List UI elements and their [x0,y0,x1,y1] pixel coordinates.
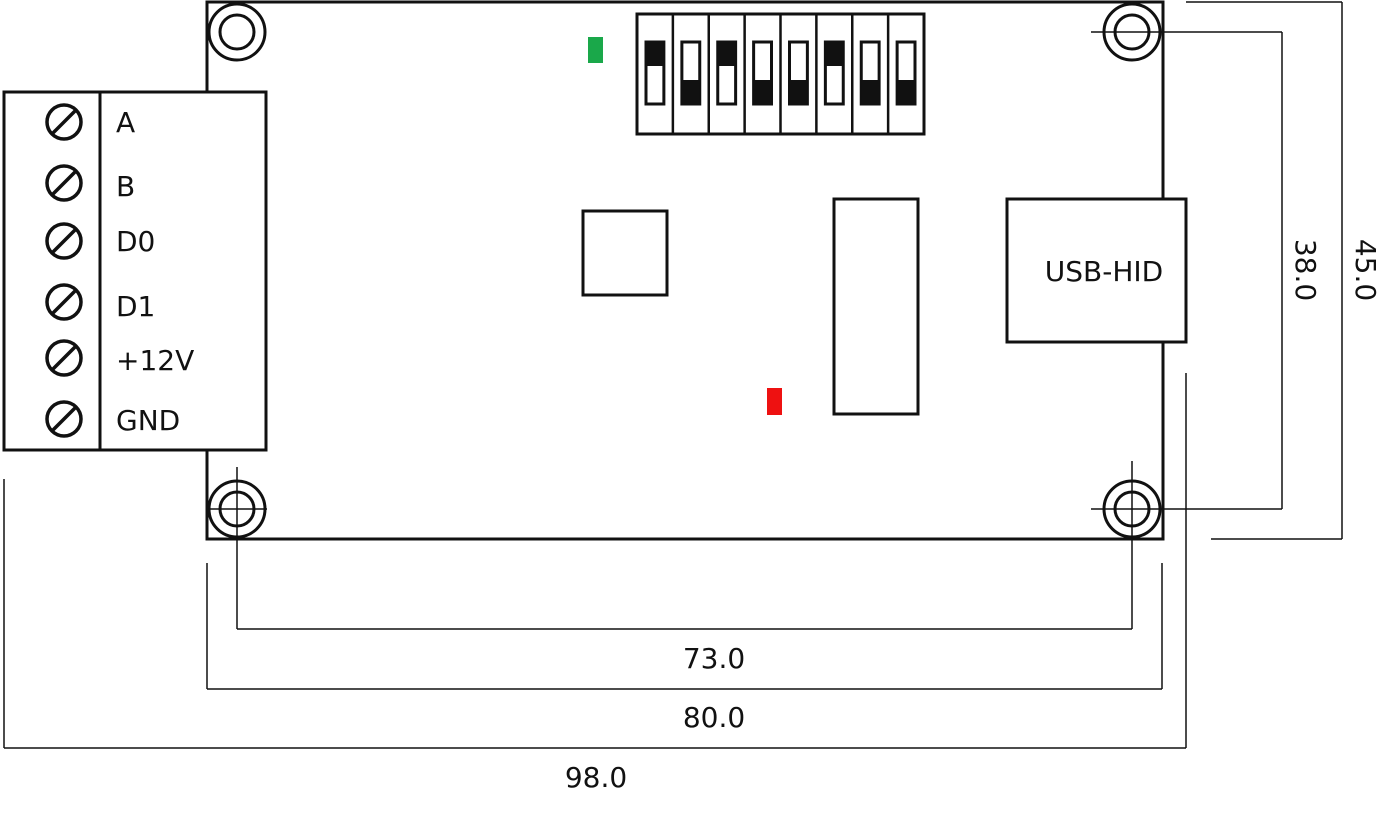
dip-switch-toggle [716,40,738,106]
terminal-screw-icon [45,222,83,260]
terminal-screw-icon [45,103,83,141]
dimension-label: 98.0 [565,761,627,794]
dip-switch-toggle [859,40,881,106]
dip-switch [635,12,926,136]
usb-hid-connector: USB-HID [1005,197,1188,344]
status-led-red [767,388,782,415]
terminal-label: GND [116,404,180,437]
dip-switch-toggle [752,40,773,106]
terminal-label: A [116,106,135,139]
mount-hole-top-left [207,2,267,62]
dip-switch-toggle [823,40,845,106]
terminal-screw-icon [45,283,83,321]
dimension-hole-spacing-x: 73.0 [207,461,1133,675]
usb-hid-label: USB-HID [1045,255,1163,288]
terminal-label: D1 [116,290,155,323]
terminal-block: A B D0 D1 +12V GND [2,90,268,452]
status-led-green [588,37,603,63]
dip-switch-toggle [644,40,666,106]
dimension-board-width: 80.0 [206,563,1163,734]
dimension-board-height: 45.0 [1186,1,1382,540]
terminal-screw-icon [45,400,83,438]
terminal-screw-icon [45,164,83,202]
dip-switch-toggle [680,40,702,106]
ic-chip-tall [832,197,920,416]
ic-chip-square [581,209,669,297]
dimension-label: 80.0 [683,701,745,734]
dimension-label: 38.0 [1289,239,1322,301]
terminal-screw-icon [45,339,83,377]
dip-switch-toggle [788,40,809,106]
terminal-label: +12V [116,344,194,377]
dip-switch-toggle [895,40,917,106]
terminal-label: D0 [116,225,155,258]
dimension-label: 45.0 [1349,239,1382,301]
terminal-label: B [116,170,135,203]
dimension-overall-width: 98.0 [3,373,1187,794]
dimension-label: 73.0 [683,642,745,675]
dimension-hole-spacing-y: 38.0 [1091,31,1322,510]
